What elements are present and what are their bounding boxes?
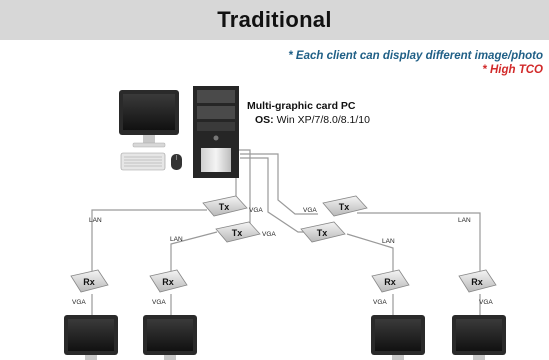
pc-os: OS: Win XP/7/8.0/8.1/10: [255, 114, 370, 126]
tx-label: Tx: [317, 228, 328, 238]
vga-label: VGA: [72, 299, 86, 306]
page-title: Traditional: [217, 7, 332, 32]
pc-title: Multi-graphic card PC: [247, 100, 356, 112]
vga-label: VGA: [479, 299, 493, 306]
tx-box-1: Tx: [202, 195, 248, 217]
vga-cable-pc-tx4: [240, 157, 314, 233]
lan-cable-tx2-rx2: [170, 231, 218, 273]
vga-cable-pc-tx3: [240, 153, 318, 215]
client-monitor-1: [64, 315, 118, 360]
tx-label: Tx: [219, 202, 230, 212]
vga-cable-pc-tx2: [238, 149, 251, 233]
rx-label: Rx: [162, 277, 174, 287]
rx-box-4: Rx: [458, 269, 497, 293]
vga-label: VGA: [262, 231, 276, 238]
rx-label: Rx: [384, 277, 396, 287]
lan-label: LAN: [170, 236, 183, 243]
rx-box-3: Rx: [371, 269, 410, 293]
tx-label: Tx: [339, 202, 350, 212]
vga-label: VGA: [249, 207, 263, 214]
tx-box-3: Tx: [322, 195, 368, 217]
tx-box-4: Tx: [300, 221, 346, 243]
title-bar: Traditional: [0, 0, 549, 40]
rx-box-2: Rx: [149, 269, 188, 293]
pc-os-label: OS:: [255, 114, 274, 126]
tx-box-2: Tx: [215, 221, 261, 243]
client-monitor-3: [371, 315, 425, 360]
rx-box-1: Rx: [70, 269, 109, 293]
lan-cable-tx4-rx3: [346, 233, 394, 273]
vga-label: VGA: [303, 207, 317, 214]
lan-cable-tx1-rx1: [91, 209, 207, 273]
client-monitor-2: [143, 315, 197, 360]
cable-labels: VGA VGA VGA LAN LAN LAN LAN VGA VGA VGA …: [72, 207, 493, 306]
note-different-image: * Each client can display different imag…: [288, 50, 543, 62]
pc-os-value: Win XP/7/8.0/8.1/10: [276, 114, 370, 126]
client-monitor-4: [452, 315, 506, 360]
lan-label: LAN: [458, 217, 471, 224]
lan-label: LAN: [382, 238, 395, 245]
lan-cable-tx3-rx4: [357, 212, 481, 273]
tx-label: Tx: [232, 228, 243, 238]
vga-label: VGA: [373, 299, 387, 306]
pc-monitor: [119, 90, 179, 148]
keyboard: [120, 152, 166, 171]
mouse: [171, 154, 182, 170]
vga-label: VGA: [152, 299, 166, 306]
note-high-tco: * High TCO: [482, 64, 543, 76]
lan-label: LAN: [89, 217, 102, 224]
rx-label: Rx: [471, 277, 483, 287]
rx-label: Rx: [83, 277, 95, 287]
cables: [91, 146, 481, 318]
pc-tower: [193, 86, 239, 178]
